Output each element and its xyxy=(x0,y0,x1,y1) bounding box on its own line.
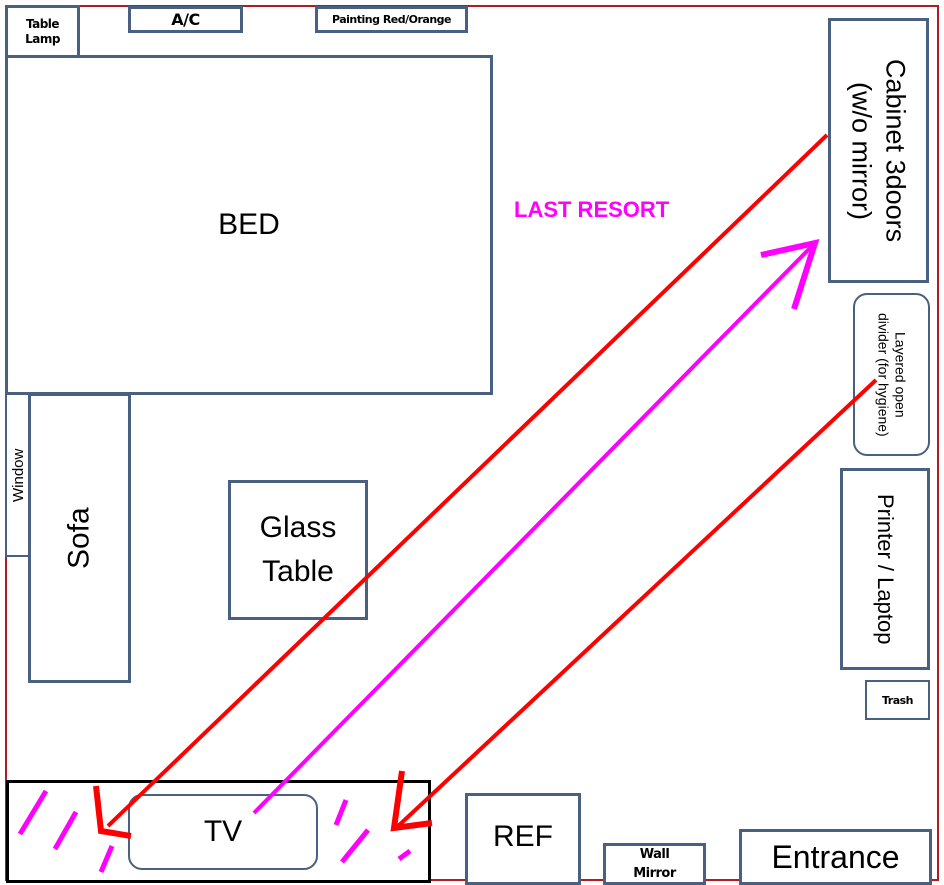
cabinet: Cabinet 3doors (w/o mirror) xyxy=(828,18,929,283)
painting: Painting Red/Orange xyxy=(315,6,468,33)
ac-label: A/C xyxy=(171,10,200,29)
printer-label: Printer / Laptop xyxy=(873,493,898,645)
tv-label: TV xyxy=(203,815,243,848)
trash-label: Trash xyxy=(881,693,914,707)
tv: TV xyxy=(128,794,318,870)
table-lamp: Table Lamp xyxy=(5,5,80,58)
last-resort-label: LAST RESORT xyxy=(514,197,670,222)
entrance: Entrance xyxy=(739,829,932,885)
painting-label: Painting Red/Orange xyxy=(331,13,452,26)
refrigerator: REF xyxy=(465,793,581,885)
sofa: Sofa xyxy=(28,393,131,683)
printer-laptop: Printer / Laptop xyxy=(840,468,930,670)
glass-table-label-2: Table xyxy=(262,555,334,588)
glass-table: Glass Table xyxy=(228,480,368,620)
divider-label: Layered open divider (for hygiene) xyxy=(875,312,909,437)
wall-mirror-label-2: Mirror xyxy=(633,866,676,881)
cabinet-label: Cabinet 3doors (w/o mirror) xyxy=(846,58,911,243)
table-lamp-label: Table Lamp xyxy=(25,16,60,46)
sofa-label: Sofa xyxy=(62,507,96,569)
ref-label: REF xyxy=(493,820,553,853)
entrance-label: Entrance xyxy=(771,838,900,875)
wall-mirror-label-1: Wall xyxy=(639,847,670,862)
ac-unit: A/C xyxy=(128,6,243,33)
divider: Layered open divider (for hygiene) xyxy=(853,293,930,456)
trash: Trash xyxy=(865,680,930,720)
bed: BED xyxy=(5,55,493,395)
bed-label: BED xyxy=(218,207,280,241)
window-label: Window xyxy=(10,448,27,502)
wall-mirror: Wall Mirror xyxy=(603,843,706,885)
glass-table-label-1: Glass xyxy=(259,511,337,544)
